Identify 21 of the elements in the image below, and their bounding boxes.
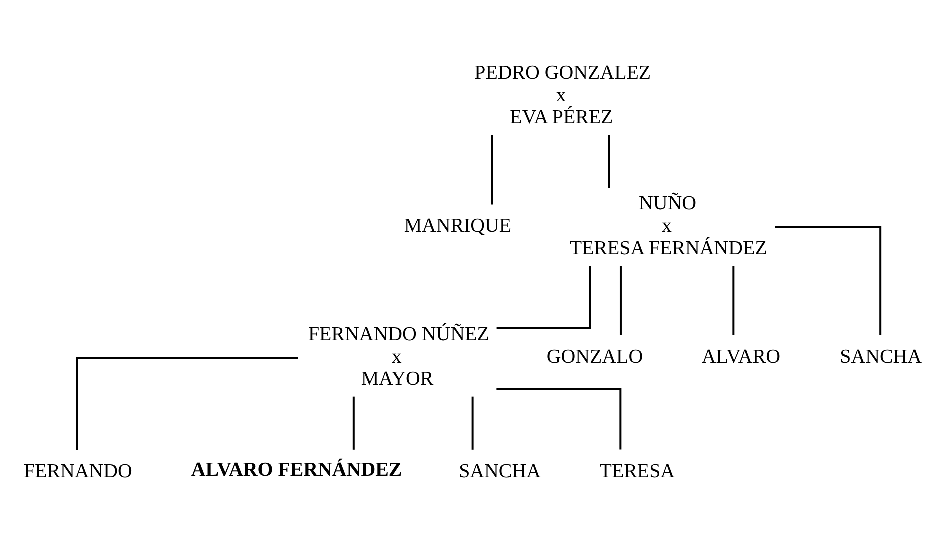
connector <box>76 357 298 450</box>
node-text: SANCHA <box>459 460 541 482</box>
connector <box>472 396 474 450</box>
connector <box>352 396 355 450</box>
connector <box>496 266 592 330</box>
node-text: ALVARO FERNÁNDEZ <box>191 459 402 482</box>
node-text: MANRIQUE <box>404 215 512 238</box>
node-text: NUÑO x TERESA FERNÁNDEZ <box>570 192 768 260</box>
connector <box>775 226 882 336</box>
connector <box>608 135 610 188</box>
node-text: SANCHA <box>840 346 922 368</box>
connector <box>496 388 622 450</box>
node-text: FERNANDO <box>24 460 132 482</box>
connector <box>620 266 622 336</box>
node-text: TERESA <box>600 460 676 482</box>
node-text: PEDRO GONZALEZ x EVA PÉREZ <box>474 62 652 129</box>
node-text: GONZALO <box>546 346 644 368</box>
node-text: FERNANDO NÚÑEZ x MAYOR <box>308 323 490 390</box>
connector <box>732 266 735 336</box>
connector <box>491 135 494 205</box>
node-text: ALVARO <box>702 346 780 368</box>
